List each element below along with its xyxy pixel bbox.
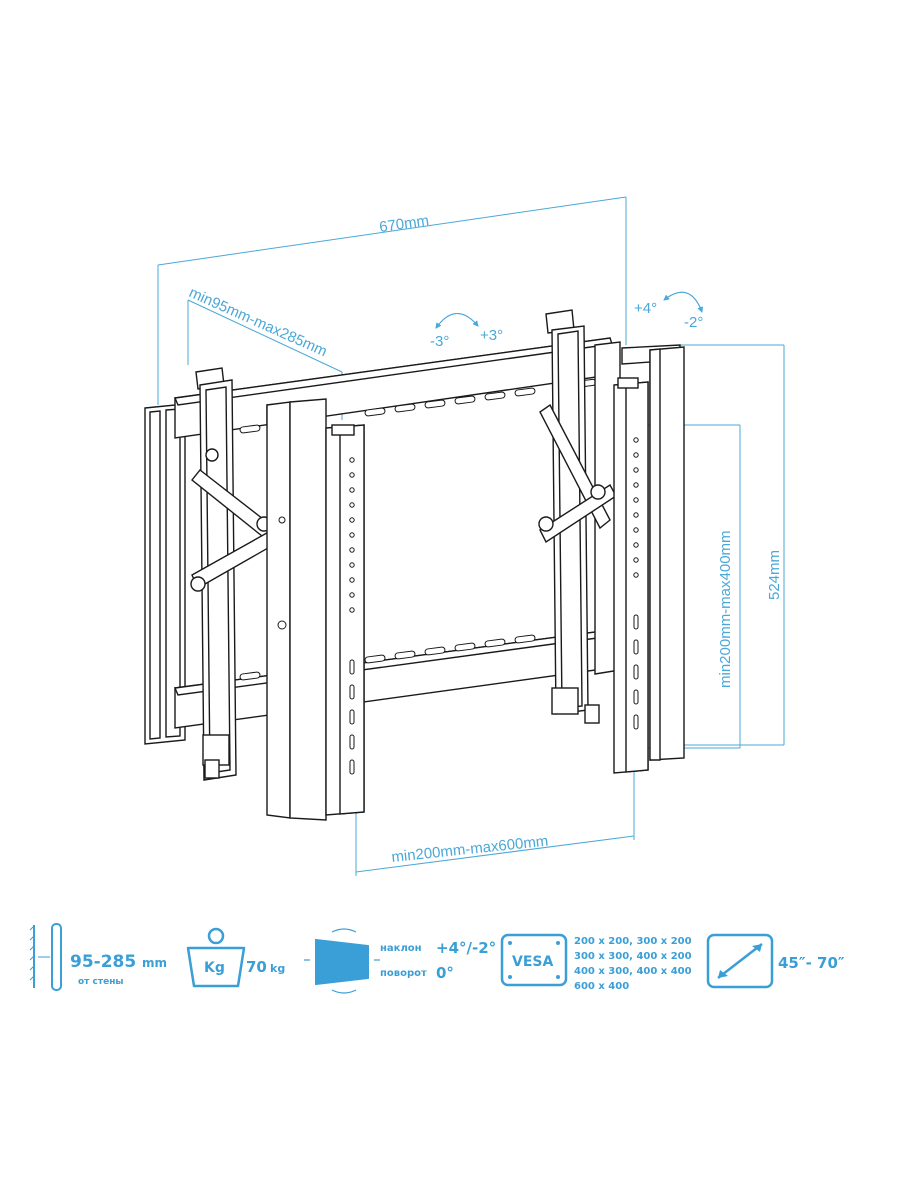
screen-size-spec: 45″- 70″ <box>706 933 845 989</box>
weight-icon-label: Kg <box>204 960 225 976</box>
screen-size-value: 45″- 70″ <box>778 954 845 972</box>
tilt-left-pos-label: +3° <box>480 327 503 344</box>
vertical-range-label: min200mm-max400mm <box>717 530 734 688</box>
weight-icon <box>186 946 246 988</box>
vesa-size-2: 300 x 300, 400 x 200 <box>574 951 692 962</box>
weight-value: 70 <box>246 958 267 976</box>
right-vesa-bar <box>621 344 685 761</box>
bottom-rail-slots <box>239 634 536 681</box>
vesa-size-3: 400 x 300, 400 x 400 <box>574 966 692 977</box>
vesa-spec: VESA 200 x 200, 300 x 200 300 x 300, 400… <box>500 933 692 992</box>
tilt-label: наклон <box>380 943 422 954</box>
tilt-right-pos-label: +4° <box>634 300 657 317</box>
specs-row: 95-285 mm от стены Kg 70 kg наклон +4°/-… <box>29 923 845 994</box>
wall-mount-drawing <box>144 309 685 821</box>
screen-size-icon <box>706 933 774 989</box>
wall-distance-spec: 95-285 mm от стены <box>29 923 167 991</box>
screen-icon <box>315 938 369 986</box>
tilt-value: +4°/-2° <box>436 939 496 957</box>
tilt-right-neg-label: -2° <box>684 314 703 331</box>
right-vesa-bar-inner <box>613 377 649 774</box>
tilt-swivel-spec: наклон +4°/-2° поворот 0° <box>304 928 496 994</box>
vesa-label: VESA <box>512 954 553 970</box>
tilt-left-neg-label: -3° <box>430 333 449 350</box>
horizontal-range-label: min200mm-max600mm <box>391 833 549 866</box>
wall-distance-caption: от стены <box>78 977 124 987</box>
right-arm-assembly <box>538 309 617 724</box>
height-dimension-label: 524mm <box>766 550 783 600</box>
dimension-lines: 670mm min95mm-max285mm 524mm min200mm-ma… <box>157 196 785 876</box>
swivel-value: 0° <box>436 964 454 982</box>
left-vesa-bar <box>266 398 327 821</box>
weight-unit: kg <box>270 962 285 975</box>
depth-dimension-label: min95mm-max285mm <box>186 284 329 360</box>
wall-distance-unit: mm <box>142 956 167 970</box>
left-vesa-bar-inner <box>325 424 365 816</box>
vesa-size-4: 600 x 400 <box>574 981 629 992</box>
right-bar-holes <box>633 437 639 730</box>
swivel-label: поворот <box>380 968 427 979</box>
weight-spec: Kg 70 kg <box>186 927 285 988</box>
left-arm-assembly <box>190 367 297 781</box>
wall-distance-value: 95-285 <box>70 952 136 972</box>
left-bar-holes <box>349 457 355 775</box>
vesa-size-1: 200 x 200, 300 x 200 <box>574 936 692 947</box>
vesa-icon <box>500 933 568 987</box>
wall-icon <box>51 923 62 991</box>
width-dimension-label: 670mm <box>378 212 430 236</box>
